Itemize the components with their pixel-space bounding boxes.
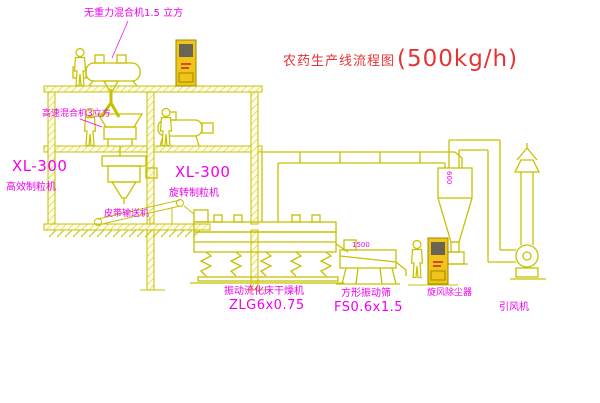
high-speed-mixer: [96, 113, 144, 146]
label-fan: 引风机: [499, 302, 529, 313]
label-dryer-name: 振动流化床干燥机: [224, 286, 304, 297]
person-floor2-right: [159, 107, 173, 147]
label-granulator-left-name: 高效制粒机: [6, 182, 56, 193]
label-granulator-center-name: 旋转制粒机: [169, 188, 219, 199]
label-gravity-mixer: 无重力混合机1.5 立方: [84, 8, 184, 19]
control-cabinet-right: [427, 237, 449, 285]
label-granulator-center-model: XL-300: [175, 163, 231, 181]
exhaust-pipe: [448, 139, 516, 263]
dimension-sieve: 1500: [352, 241, 370, 249]
label-granulator-left-model: XL-300: [12, 157, 68, 175]
fluid-bed-dryer: [190, 209, 349, 284]
control-cabinet-top: [175, 39, 197, 87]
diagram-title: 农药生产线流程图 (500kg/h): [283, 46, 518, 72]
title-capacity: (500kg/h): [397, 46, 519, 72]
square-sieve: [336, 239, 407, 285]
granulator: [101, 146, 158, 204]
dimension-cyclone: 600: [445, 171, 453, 185]
label-belt-conveyor: 皮带输送机: [104, 209, 150, 219]
building-structure: [43, 85, 263, 291]
exhaust-duct: [261, 151, 463, 222]
exhaust-stack: [513, 143, 541, 245]
title-text: 农药生产线流程图: [283, 53, 396, 69]
label-leaders: [79, 20, 129, 128]
induced-draft-fan: [510, 244, 546, 280]
label-dryer-model: ZLG6x0.75: [229, 298, 305, 313]
label-sieve-name: 方形振动筛: [341, 288, 391, 299]
label-high-speed-mixer: 高速混合机3立方: [42, 109, 111, 119]
person-roof: [73, 47, 87, 87]
belt-conveyor: [94, 199, 195, 226]
discharge-y-pipe: [99, 90, 121, 118]
ground-hatch: [48, 229, 458, 291]
person-ground: [410, 239, 424, 279]
label-cyclone: 旋风除尘器: [427, 288, 473, 298]
label-sieve-model: FS0.6x1.5: [334, 300, 404, 315]
